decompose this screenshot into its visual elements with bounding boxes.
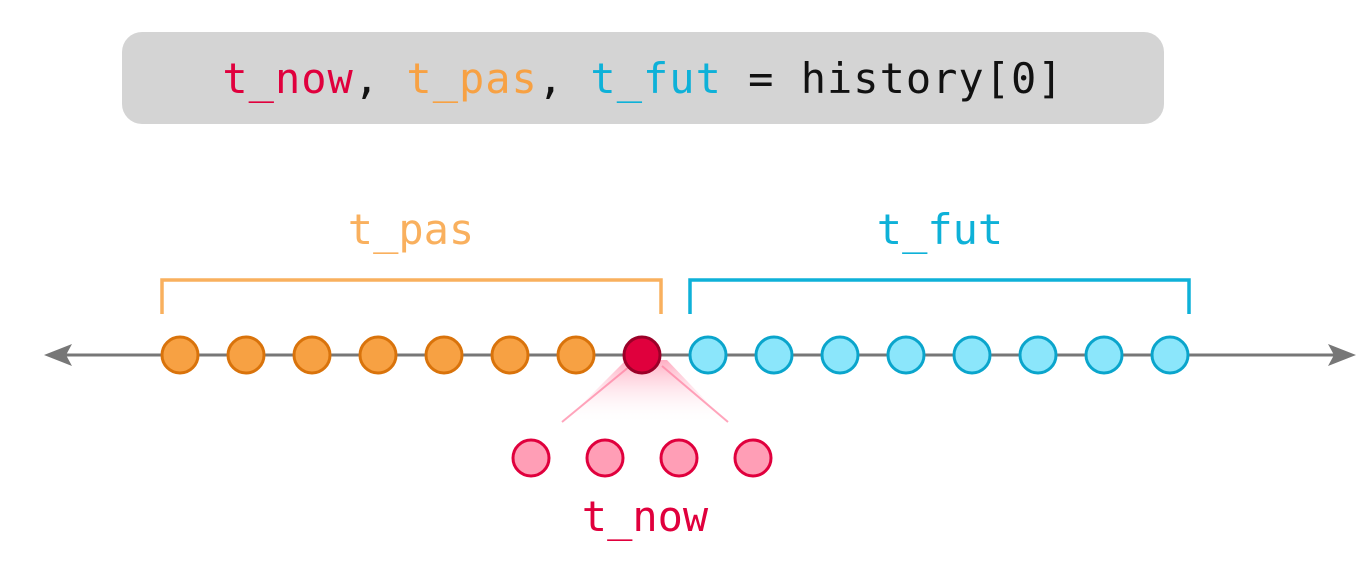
now-sub-point (585, 438, 625, 478)
code-var-fut: t_fut (590, 53, 722, 103)
future-point (886, 335, 926, 375)
past-point (226, 335, 266, 375)
fan-edge-left (561, 365, 631, 423)
past-point (424, 335, 464, 375)
future-point (754, 335, 794, 375)
future-point (952, 335, 992, 375)
now-expansion-fan (562, 360, 728, 424)
future-point (688, 335, 728, 375)
future-label: t_fut (877, 205, 1003, 254)
now-label: t_now (582, 492, 709, 541)
now-point (622, 335, 662, 375)
future-point (1084, 335, 1124, 375)
future-point (820, 335, 860, 375)
axis-arrow-right-icon (1328, 344, 1356, 366)
past-label: t_pas (348, 205, 474, 254)
past-point (358, 335, 398, 375)
now-sub-point (733, 438, 773, 478)
code-separator: , (353, 53, 407, 103)
fan-edge-right (661, 365, 729, 423)
future-point (1018, 335, 1058, 375)
past-point (292, 335, 332, 375)
code-var-pas: t_pas (406, 53, 538, 103)
axis-arrow-left-icon (44, 344, 72, 366)
past-point (556, 335, 596, 375)
code-separator: , (537, 53, 591, 103)
now-sub-point (659, 438, 699, 478)
timeline-points (160, 335, 1190, 478)
past-point (490, 335, 530, 375)
future-point (1150, 335, 1190, 375)
past-point (160, 335, 200, 375)
code-assignment: = history[0] (721, 53, 1064, 103)
code-snippet: t_now, t_pas, t_fut = history[0] (122, 32, 1164, 124)
past-bracket (160, 278, 663, 314)
now-sub-point (511, 438, 551, 478)
future-bracket (688, 278, 1191, 314)
code-var-now: t_now (222, 53, 354, 103)
